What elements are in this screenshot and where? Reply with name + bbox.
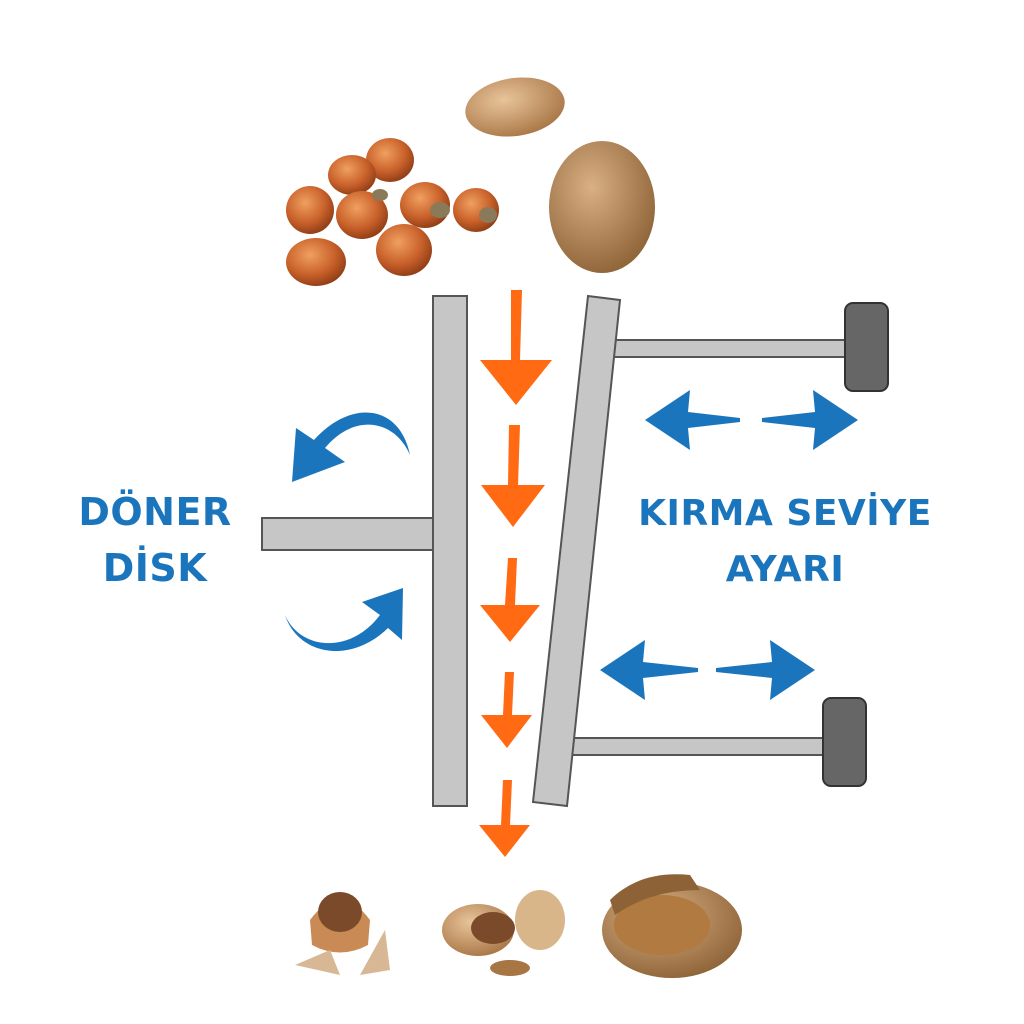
- cracked-walnut-icon: [602, 874, 742, 978]
- down-arrow-icon: [479, 290, 552, 857]
- double-arrow-icon: [600, 390, 858, 700]
- adjust-rod-bottom: [571, 737, 827, 756]
- rotating-disk-shaft: [261, 517, 435, 551]
- cracked-hazelnut-icon: [295, 892, 390, 975]
- rotating-disk-label-line1: DÖNER: [78, 490, 232, 534]
- almond-icon: [465, 77, 565, 137]
- adjust-knob-top[interactable]: [844, 302, 889, 392]
- rotating-disk-label: DÖNER DİSK: [60, 484, 250, 596]
- cracked-almond-icon: [442, 890, 565, 976]
- adjust-rod-top: [611, 339, 849, 358]
- crush-level-label-line2: AYARI: [725, 549, 845, 590]
- adjust-knob-bottom[interactable]: [822, 697, 867, 787]
- rotating-disk-plate: [432, 295, 468, 807]
- crush-level-label: KIRMA SEVİYE AYARI: [620, 486, 950, 598]
- walnut-icon: [549, 141, 655, 273]
- rotating-disk-label-line2: DİSK: [102, 546, 208, 590]
- crush-level-label-line1: KIRMA SEVİYE: [638, 493, 932, 534]
- hazelnut-icon: [286, 138, 499, 286]
- fixed-crush-plate: [531, 294, 622, 808]
- rotate-arrow-icon: [285, 412, 410, 652]
